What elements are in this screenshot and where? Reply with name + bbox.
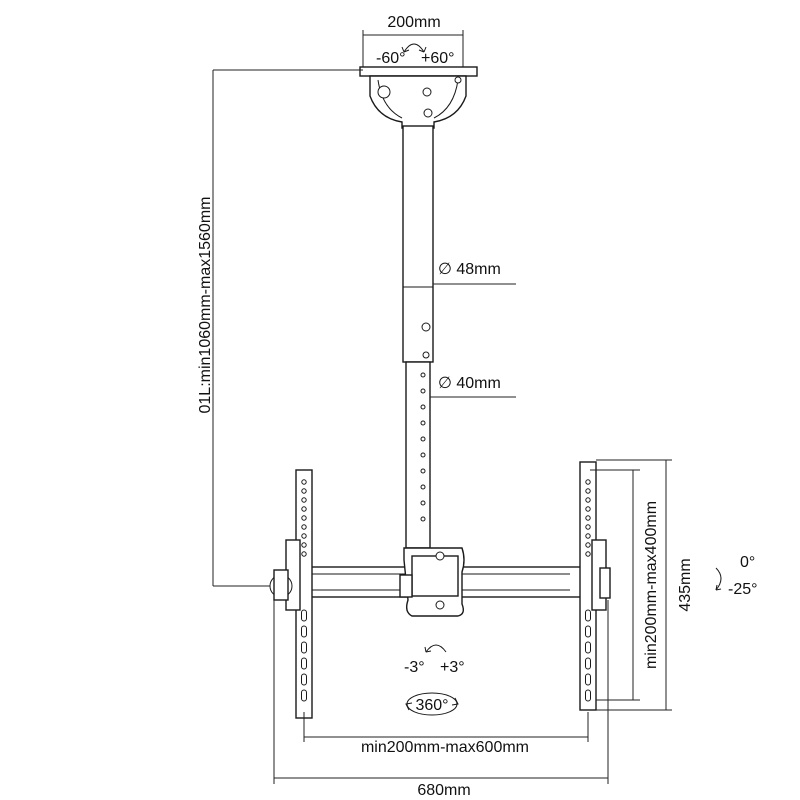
rotation-indicator: 360° — [405, 692, 459, 716]
tilt-indicator: 0° -25° — [715, 554, 758, 598]
swivel-arc-icon — [403, 43, 425, 53]
level-right-label: +3° — [440, 659, 465, 676]
tilt-bottom-label: -25° — [728, 581, 758, 598]
bracket-slot — [585, 657, 591, 670]
bracket-hole — [301, 524, 307, 530]
lower-tube-diameter-callout: ∅ 40mm — [430, 375, 516, 398]
tube-hole — [420, 372, 426, 378]
lower-tube — [405, 361, 431, 549]
level-indicator: -3° +3° — [404, 644, 465, 676]
bracket-slot — [585, 609, 591, 622]
bracket-slot — [585, 641, 591, 654]
bracket-hole — [301, 533, 307, 539]
tube-hole — [420, 516, 426, 522]
tube-hole — [420, 420, 426, 426]
tube-hole — [420, 404, 426, 410]
plate-width-dimension: 200mm — [362, 14, 464, 70]
tube-hole — [420, 500, 426, 506]
bracket-hole — [301, 479, 307, 485]
upper-tube — [402, 125, 434, 363]
bracket-slot — [301, 673, 307, 686]
plate-width-label: 200mm — [387, 14, 440, 31]
bracket-hole — [301, 515, 307, 521]
bracket-hole — [585, 533, 591, 539]
tube-hole — [420, 452, 426, 458]
bracket-slot — [585, 689, 591, 702]
bracket-slot — [301, 657, 307, 670]
ceiling-plate — [359, 66, 478, 129]
tilt-top-label: 0° — [740, 554, 755, 571]
bracket-slot — [585, 673, 591, 686]
bracket-hole — [585, 542, 591, 548]
bracket-hole — [585, 506, 591, 512]
tube-hole — [420, 388, 426, 394]
tube-hole — [420, 468, 426, 474]
bracket-slot — [301, 641, 307, 654]
tilt-arc-icon — [715, 567, 722, 591]
bracket-hole — [301, 488, 307, 494]
bracket-hole — [301, 506, 307, 512]
overall-width-dimension: 680mm — [273, 600, 609, 799]
bracket-hole — [301, 497, 307, 503]
bracket-hole — [585, 497, 591, 503]
upper-tube-diameter-callout: ∅ 48mm — [433, 261, 516, 285]
bracket-hole — [585, 524, 591, 530]
tube-hole — [420, 436, 426, 442]
bracket-slot — [585, 625, 591, 638]
swivel-right-label: +60° — [421, 50, 455, 67]
vesa-vertical-label: min200mm-max400mm — [643, 501, 660, 669]
bracket-hole — [301, 542, 307, 548]
pole-length-dimension: 01L:min1060mm-max1560mm — [197, 69, 363, 587]
bracket-hole — [585, 515, 591, 521]
bracket-height-label: 435mm — [677, 558, 694, 611]
bracket-height-dimension: 435mm — [596, 459, 694, 711]
bracket-slot — [301, 689, 307, 702]
bracket-hole — [585, 551, 591, 557]
tube-hole — [420, 484, 426, 490]
bracket-slot — [301, 625, 307, 638]
vesa-horizontal-label: min200mm-max600mm — [361, 739, 529, 756]
swivel-indicator: -60° +60° — [376, 43, 455, 67]
pole-length-label: 01L:min1060mm-max1560mm — [197, 197, 214, 414]
upper-tube-diameter-label: ∅ 48mm — [438, 261, 501, 278]
bracket-hole — [301, 551, 307, 557]
swivel-left-label: -60° — [376, 50, 406, 67]
bracket-hole — [585, 479, 591, 485]
bracket-slot — [301, 609, 307, 622]
level-left-label: -3° — [404, 659, 425, 676]
tilt-clamp — [399, 547, 465, 617]
vesa-horizontal-dimension: min200mm-max600mm — [303, 712, 589, 756]
lower-tube-diameter-label: ∅ 40mm — [438, 375, 501, 392]
level-arc-icon — [425, 644, 447, 653]
bracket-hole — [585, 488, 591, 494]
left-vertical-bracket — [269, 469, 313, 719]
rotation-label: 360° — [415, 697, 448, 714]
overall-width-label: 680mm — [417, 782, 470, 799]
right-vertical-bracket — [579, 461, 611, 711]
vesa-vertical-dimension: min200mm-max400mm — [590, 469, 660, 701]
